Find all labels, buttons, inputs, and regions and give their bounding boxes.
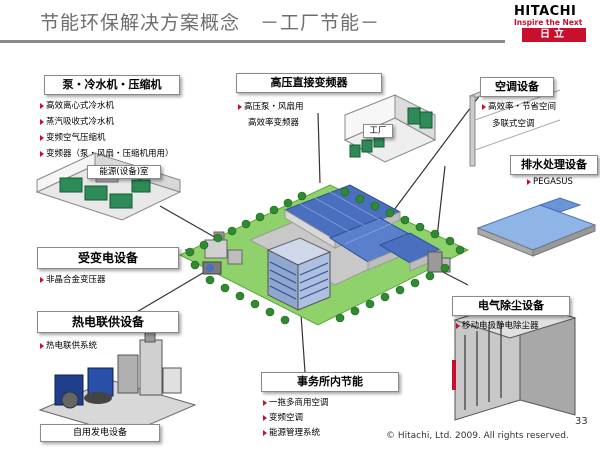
page-number: 33 — [575, 416, 588, 427]
hitachi-logo: HITACHI Inspire the Next 日立 — [508, 0, 600, 46]
aircon-item-1: 高效率・节省空间 — [482, 100, 556, 112]
header-divider — [0, 40, 505, 43]
arrow-icon — [40, 342, 44, 349]
office-item-3: 能源管理系统 — [263, 426, 320, 438]
hv-inverter-title: 高压直接变频器 — [236, 73, 382, 93]
logo-brand: HITACHI — [514, 4, 577, 19]
substation-title: 受变电设备 — [37, 247, 179, 269]
factory-label: 工厂 — [363, 124, 393, 138]
logo-tagline: Inspire the Next — [514, 18, 583, 27]
office-wall-right — [297, 251, 331, 311]
cogeneration-title: 热电联供设备 — [37, 311, 179, 333]
arrow-icon — [40, 150, 44, 157]
cogen-site-unit — [202, 261, 222, 275]
pump-item-3: 变频空气压缩机 — [40, 131, 106, 143]
arrow-icon — [40, 134, 44, 141]
arrow-icon — [527, 178, 531, 185]
roof-panels — [299, 191, 396, 245]
logo-kanji: 日立 — [522, 28, 586, 42]
dust-title: 电气除尘设备 — [452, 296, 570, 316]
arrow-icon — [456, 322, 460, 329]
arrow-icon — [40, 102, 44, 109]
wastewater-illustration — [476, 197, 597, 257]
arrow-icon — [482, 103, 486, 110]
pump-item-2: 蒸汽吸收式冷水机 — [40, 115, 114, 127]
cogeneration-caption: 自用发电设备 — [40, 424, 160, 442]
arrow-icon — [238, 103, 242, 110]
copyright: © Hitachi, Ltd. 2009. All rights reserve… — [386, 431, 569, 441]
arrow-icon — [263, 414, 267, 421]
substation-item-1: 非晶合金变压器 — [40, 273, 106, 285]
pump-section-title: 泵・冷水机・压缩机 — [44, 75, 180, 95]
hv-item-1: 高压泵・风扇用 — [238, 100, 304, 112]
hv-factory-illustration — [343, 94, 437, 163]
arrow-icon — [263, 399, 267, 406]
trees — [185, 187, 465, 325]
arrow-icon — [40, 276, 44, 283]
office-item-1: 一拖多商用空调 — [263, 396, 329, 408]
office-title: 事务所内节能 — [261, 372, 399, 392]
wastewater-item-1: PEGASUS — [527, 177, 573, 187]
cogen-illustration — [38, 319, 197, 436]
dust-collector-illustration — [452, 299, 577, 421]
cogeneration-item-1: 热电联供系统 — [40, 339, 97, 351]
arrow-icon — [263, 429, 267, 436]
hv-item-2: 高效率变频器 — [248, 118, 300, 128]
pump-item-4: 变频器（泵・风扇・压缩机用用） — [40, 147, 174, 159]
aircon-item-2: 多联式空调 — [492, 119, 535, 129]
aircon-title: 空调设备 — [480, 77, 554, 97]
page-title: 节能环保解决方案概念 －工厂节能－ — [40, 12, 381, 34]
dust-item-1: 移动电极静电除尘器 — [456, 319, 539, 331]
arrow-icon — [40, 118, 44, 125]
energy-room-label: 能源(设备)室 — [87, 165, 161, 179]
wastewater-title: 排水处理设备 — [510, 155, 598, 175]
pump-item-1: 高效离心式冷水机 — [40, 99, 114, 111]
office-item-2: 变频空调 — [263, 411, 303, 423]
energy-room-illustration — [35, 152, 182, 221]
